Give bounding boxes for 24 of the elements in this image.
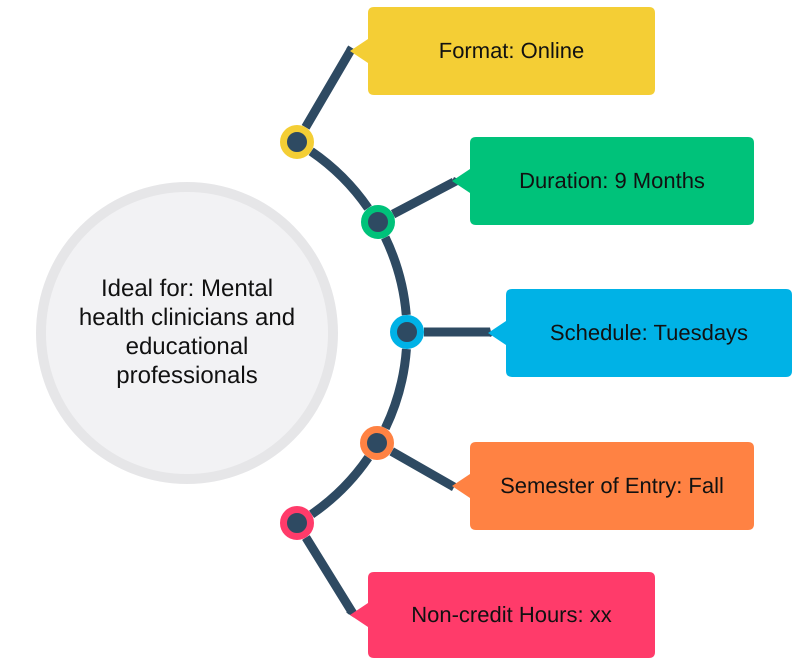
node-text: Format: Online bbox=[438, 38, 584, 64]
node-text: Non-credit Hours: xx bbox=[411, 602, 612, 628]
callout-box bbox=[350, 7, 655, 95]
marker-dot bbox=[280, 125, 314, 159]
callout-box bbox=[350, 572, 655, 658]
connector-line bbox=[390, 448, 458, 492]
connector-line bbox=[302, 535, 358, 618]
node-text: Ideal for: Mental health clinicians and educational professionals bbox=[78, 275, 296, 391]
marker-dot bbox=[390, 315, 424, 349]
connector-line bbox=[308, 148, 372, 211]
callout-box bbox=[452, 442, 754, 530]
connector-line bbox=[308, 454, 372, 518]
marker-dot bbox=[280, 506, 314, 540]
connector-line bbox=[381, 236, 411, 316]
callout-box bbox=[488, 289, 792, 377]
connector-line bbox=[424, 328, 494, 338]
marker-dot bbox=[360, 426, 394, 460]
node-text: Schedule: Tuesdays bbox=[550, 320, 748, 346]
callout-box bbox=[452, 137, 754, 225]
connector-line bbox=[381, 348, 411, 430]
node-text: Duration: 9 Months bbox=[519, 168, 705, 194]
node-text: Semester of Entry: Fall bbox=[500, 472, 724, 500]
marker-dot bbox=[361, 205, 395, 239]
connector-line bbox=[302, 44, 356, 130]
